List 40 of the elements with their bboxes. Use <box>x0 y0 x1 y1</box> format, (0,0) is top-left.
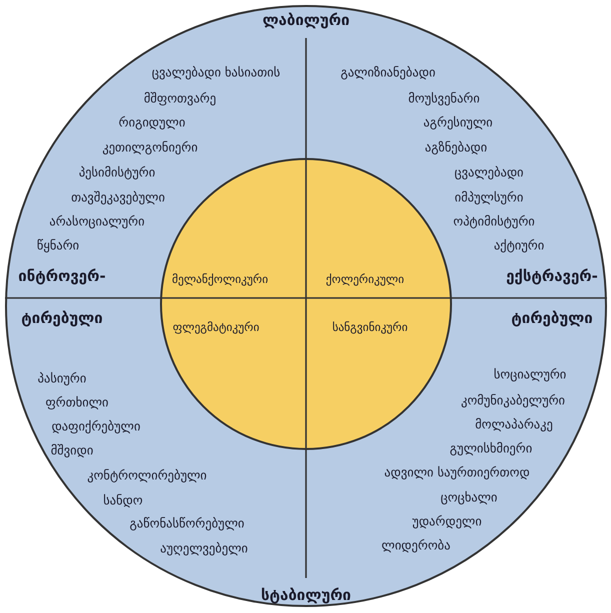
trait-label: პესიმისტური <box>78 164 156 180</box>
trait-label: გაწონასწორებული <box>130 516 244 530</box>
trait-label: კეთილგონიერი <box>102 140 198 154</box>
axis-label: ლაბილური <box>262 11 350 29</box>
trait-label: ცვალებადი <box>454 164 524 180</box>
trait-label: უდარდელი <box>412 514 482 528</box>
axis-label: ექსტრავერ- ტირებული <box>505 266 599 329</box>
trait-label: რიგიდული <box>118 114 186 130</box>
trait-label: მშფოთვარე <box>144 90 216 106</box>
temperament-label: სანგვინიკური <box>332 320 408 334</box>
trait-label: თავშეკავებული <box>71 190 165 204</box>
trait-label: დაფიქრებული <box>52 418 140 434</box>
trait-label: გულისხმიერი <box>450 440 532 456</box>
trait-label: მოლაპარაკე <box>475 416 553 432</box>
temperament-label: ფლეგმატიკური <box>172 320 260 334</box>
trait-label: სოციალური <box>494 366 566 382</box>
trait-label: პასიური <box>38 370 86 386</box>
axis-label: ინტროვერ- ტირებული <box>17 266 107 329</box>
trait-label: ადვილი საურთიერთოდ <box>384 464 530 480</box>
trait-label: სანდო <box>103 492 143 508</box>
trait-label: წყნარი <box>36 238 80 252</box>
trait-label: კონტროლირებული <box>87 468 207 482</box>
trait-label: გალიზიანებადი <box>340 64 436 80</box>
trait-label: აგრესიული <box>423 114 493 130</box>
trait-label: აგზნებადი <box>424 140 488 154</box>
temperament-label: მელანქოლიკური <box>172 272 268 286</box>
trait-label: მშვიდი <box>50 442 94 458</box>
temperament-label: ქოლერიკული <box>326 272 404 286</box>
trait-label: იმპულსური <box>454 190 524 204</box>
trait-label: მოუსვენარი <box>408 90 480 106</box>
trait-label: ფრთხილი <box>45 394 109 410</box>
trait-label: აქტიური <box>494 238 544 252</box>
trait-label: კომუნიკაბელური <box>460 392 566 408</box>
trait-label: ლიდერობა <box>382 538 450 552</box>
trait-label: ცვალებადი ხასიათის <box>152 64 280 80</box>
trait-label: აუღელვებელი <box>160 540 248 556</box>
trait-label: არასოციალური <box>49 214 145 228</box>
axis-label: სტაბილური <box>260 586 352 604</box>
trait-label: ცოცხალი <box>440 490 498 504</box>
trait-label: ოპტიმისტური <box>453 214 535 228</box>
